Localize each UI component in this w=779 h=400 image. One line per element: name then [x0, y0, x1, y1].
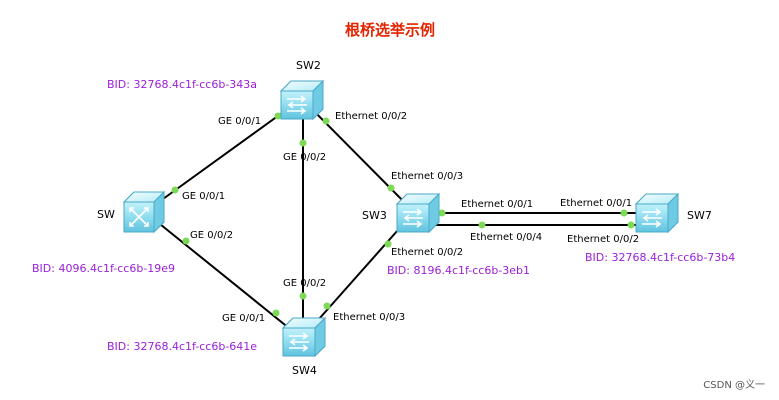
port-dot: [182, 237, 190, 245]
port-label-sw4-ge001: GE 0/0/1: [222, 313, 265, 324]
bid-label: BID: 32768.4c1f-cc6b-73b4: [585, 251, 735, 264]
bid-label: BID: 32768.4c1f-cc6b-641e: [107, 340, 257, 353]
device-name: SW3: [362, 209, 387, 222]
port-label-sw7-eth002: Ethernet 0/0/2: [567, 234, 639, 245]
port-dot: [387, 184, 395, 192]
bid-label: BID: 4096.4c1f-cc6b-19e9: [32, 262, 175, 275]
device-name: SW7: [687, 209, 712, 222]
port-label-sw3-eth002: Ethernet 0/0/2: [391, 247, 463, 258]
port-dot: [478, 221, 486, 229]
switch-icon: [634, 192, 680, 234]
device-name: SW2: [296, 59, 321, 72]
layer3-switch-icon: [122, 190, 166, 234]
link-sw-sw2: [144, 99, 301, 213]
port-label-sw3-eth001: Ethernet 0/0/1: [461, 199, 533, 210]
port-label-sw3-eth004: Ethernet 0/0/4: [470, 232, 542, 243]
port-label-sw4-ge002: GE 0/0/2: [283, 278, 326, 289]
port-dot: [274, 112, 282, 120]
link-sw4-sw3: [302, 211, 415, 338]
port-label-sw2-ge001: GE 0/0/1: [218, 116, 261, 127]
port-dot: [384, 240, 392, 248]
link-sw2-sw3: [302, 99, 415, 213]
port-dot: [620, 209, 628, 217]
bid-label: BID: 8196.4c1f-cc6b-3eb1: [387, 264, 530, 277]
device-sw4[interactable]: SW4 BID: 32768.4c1f-cc6b-641e: [107, 316, 327, 377]
port-dot: [299, 292, 307, 300]
port-label-sw2-eth002: Ethernet 0/0/2: [335, 111, 407, 122]
device-sw7[interactable]: SW7 BID: 32768.4c1f-cc6b-73b4: [585, 192, 735, 264]
device-sw2[interactable]: SW2 BID: 32768.4c1f-cc6b-343a: [107, 59, 325, 121]
port-dot: [627, 221, 635, 229]
port-label-sw3-eth003: Ethernet 0/0/3: [391, 171, 463, 182]
watermark: CSDN @义一: [703, 379, 765, 391]
switch-icon: [281, 316, 327, 358]
port-label-sw2-ge002: GE 0/0/2: [283, 152, 326, 163]
diagram-title: 根桥选举示例: [345, 21, 435, 39]
port-label-sw7-eth001: Ethernet 0/0/1: [560, 198, 632, 209]
port-label-sw4-eth003: Ethernet 0/0/3: [333, 312, 405, 323]
port-dot: [323, 302, 331, 310]
port-dots: [171, 112, 635, 317]
port-dot: [272, 309, 280, 317]
port-dot: [171, 186, 179, 194]
link-sw-sw4: [144, 211, 301, 338]
port-label-sw-ge002: GE 0/0/2: [190, 230, 233, 241]
port-dot: [322, 117, 330, 125]
switch-icon: [279, 79, 325, 121]
device-name: SW: [97, 208, 115, 221]
device-sw3[interactable]: SW3 BID: 8196.4c1f-cc6b-3eb1: [362, 192, 530, 277]
device-sw[interactable]: SW BID: 4096.4c1f-cc6b-19e9: [32, 190, 175, 275]
port-dot: [438, 209, 446, 217]
device-name: SW4: [292, 364, 317, 377]
port-label-sw-ge001: GE 0/0/1: [182, 191, 225, 202]
port-dot: [299, 139, 307, 147]
bid-label: BID: 32768.4c1f-cc6b-343a: [107, 78, 257, 91]
port-labels: GE 0/0/1 GE 0/0/1 GE 0/0/2 GE 0/0/1 GE 0…: [182, 111, 639, 324]
switch-icon: [395, 192, 441, 234]
